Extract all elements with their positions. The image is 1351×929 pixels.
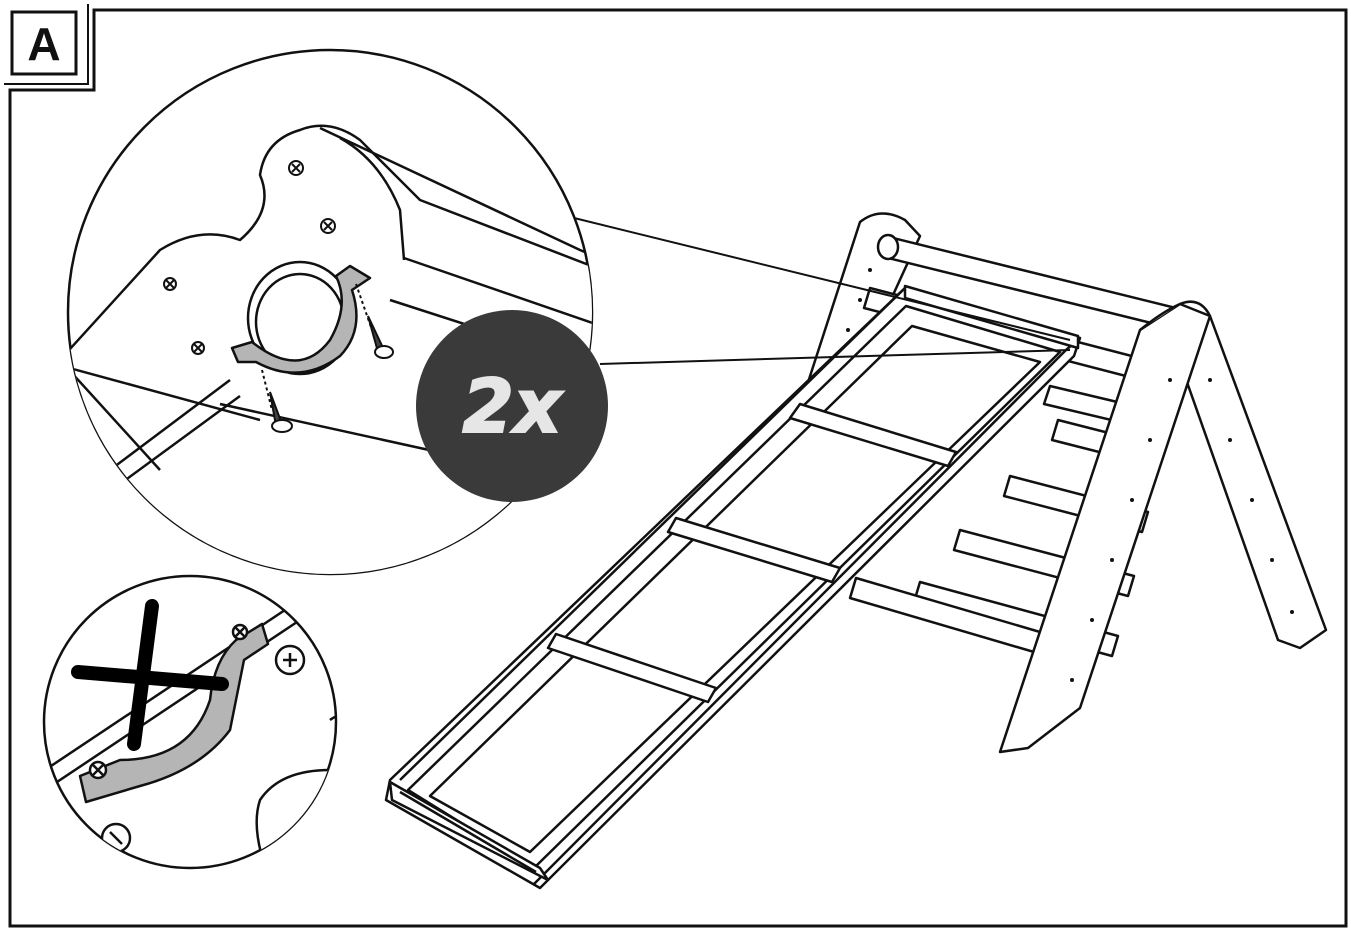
quantity-label: 2x	[462, 364, 563, 450]
callout-lines	[565, 215, 1071, 365]
quantity-badge: 2x	[416, 310, 608, 502]
detail-circle-correct	[66, 48, 594, 576]
panel-frame	[4, 4, 1348, 928]
screw-icon	[261, 283, 394, 433]
pipe-bracket	[230, 264, 372, 374]
screw-heads	[163, 160, 336, 355]
leg-holes	[846, 268, 1294, 682]
step-label: A	[27, 18, 60, 70]
cross-mark-icon	[71, 599, 229, 751]
ramp	[384, 284, 1082, 890]
step-label-box: A	[10, 10, 78, 76]
detail-circle-incorrect	[42, 574, 338, 870]
